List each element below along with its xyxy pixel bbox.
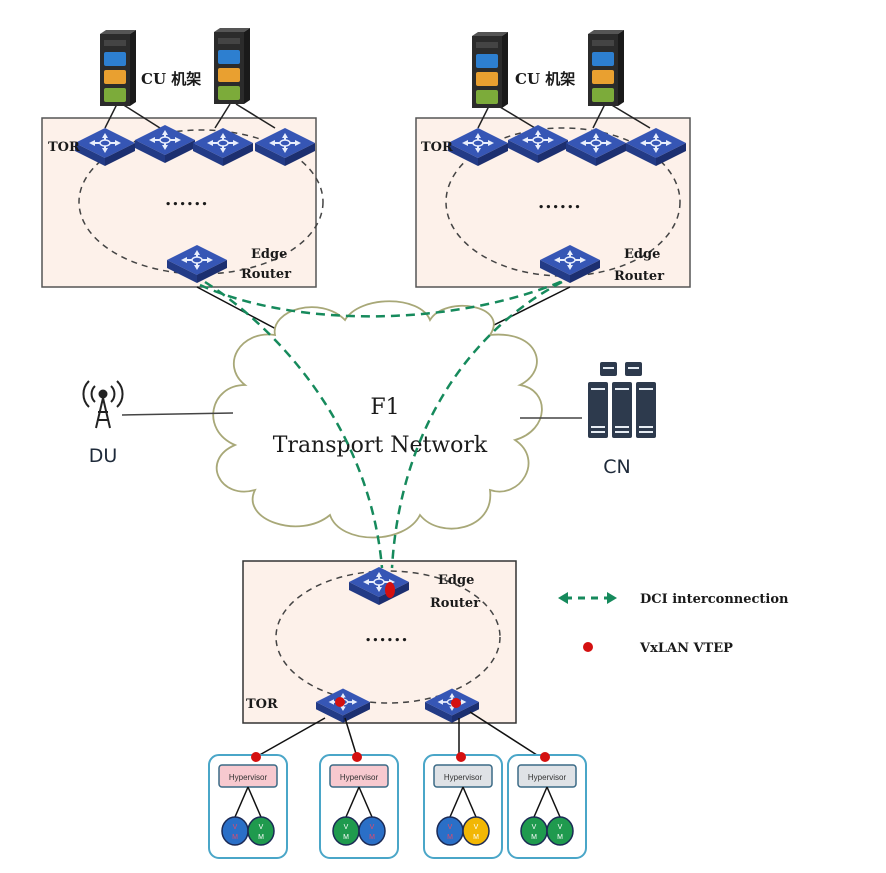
link-right-router-cloud xyxy=(479,286,571,333)
transport-cloud xyxy=(212,300,543,539)
edge-label-right-1: Edge xyxy=(624,247,660,262)
legend-dci-label: DCI interconnection xyxy=(640,592,789,607)
cu-rack-icon xyxy=(100,30,136,106)
legend: DCI interconnection VxLAN VTEP xyxy=(558,592,789,656)
more-dots-right: ...... xyxy=(538,192,582,213)
vm-label: V xyxy=(474,824,479,831)
vm-label: V xyxy=(558,824,563,831)
vtep-dot xyxy=(335,697,345,707)
vtep-dot xyxy=(251,752,261,762)
edge-label-bottom-1: Edge xyxy=(438,573,474,588)
dci-paths xyxy=(199,278,566,569)
vtep-dot xyxy=(352,752,362,762)
vtep-dot xyxy=(540,752,550,762)
link-du-cloud xyxy=(121,412,234,416)
cu-rack-icon xyxy=(472,32,508,108)
hypervisor-label: Hypervisor xyxy=(340,773,379,782)
vm-label: M xyxy=(343,834,349,841)
cu-rack-icon xyxy=(214,28,250,104)
rack-label-right: CU 机架 xyxy=(515,70,575,88)
vm-label: M xyxy=(369,834,375,841)
du-label: DU xyxy=(89,445,118,467)
hypervisor-label: Hypervisor xyxy=(229,773,268,782)
tor-label-bottom: TOR xyxy=(246,697,278,712)
legend-dci-icon xyxy=(558,592,617,604)
vm-icon xyxy=(247,816,275,846)
tor-label-left: TOR xyxy=(48,140,80,155)
vm-label: V xyxy=(233,824,238,831)
vm-icon xyxy=(546,816,574,846)
vm-label: M xyxy=(473,834,479,841)
rack-label-left: CU 机架 xyxy=(141,70,201,88)
vm-icon xyxy=(462,816,490,846)
vm-label: M xyxy=(557,834,563,841)
legend-vtep-label: VxLAN VTEP xyxy=(639,641,733,656)
edge-label-right-2: Router xyxy=(614,269,664,284)
fabric-ring-bottom xyxy=(275,570,501,704)
link-left-router-cloud xyxy=(196,286,279,331)
vm-label: V xyxy=(448,824,453,831)
rack-links xyxy=(104,103,651,129)
hypervisor-label: Hypervisor xyxy=(444,773,483,782)
cn-server-icon xyxy=(588,362,656,438)
cn-label: CN xyxy=(603,456,630,478)
more-dots-left: ...... xyxy=(165,189,209,210)
edge-label-left-2: Router xyxy=(241,267,291,282)
vm-label: M xyxy=(232,834,238,841)
vm-label: V xyxy=(370,824,375,831)
vm-label: V xyxy=(344,824,349,831)
vm-label: M xyxy=(258,834,264,841)
tor-label-right: TOR xyxy=(421,140,453,155)
vtep-dot xyxy=(451,698,461,708)
vtep-dot xyxy=(456,752,466,762)
vm-label: M xyxy=(531,834,537,841)
legend-vtep-icon xyxy=(583,642,593,652)
vm-label: M xyxy=(447,834,453,841)
tor-hypervisor-links xyxy=(255,711,541,758)
vm-icon xyxy=(358,816,386,846)
hypervisor-label: Hypervisor xyxy=(528,773,567,782)
more-dots-bottom: ...... xyxy=(365,625,409,646)
vm-label: V xyxy=(532,824,537,831)
edge-label-left-1: Edge xyxy=(251,247,287,262)
fabric-ring-right xyxy=(445,127,681,277)
vtep-dot xyxy=(385,582,395,598)
cu-rack-icon xyxy=(588,30,624,106)
cloud-label-f1: F1 xyxy=(370,395,399,420)
du-antenna-icon xyxy=(82,380,124,429)
edge-label-bottom-2: Router xyxy=(430,596,480,611)
vm-label: V xyxy=(259,824,264,831)
cloud-label-transport: Transport Network xyxy=(273,433,488,458)
